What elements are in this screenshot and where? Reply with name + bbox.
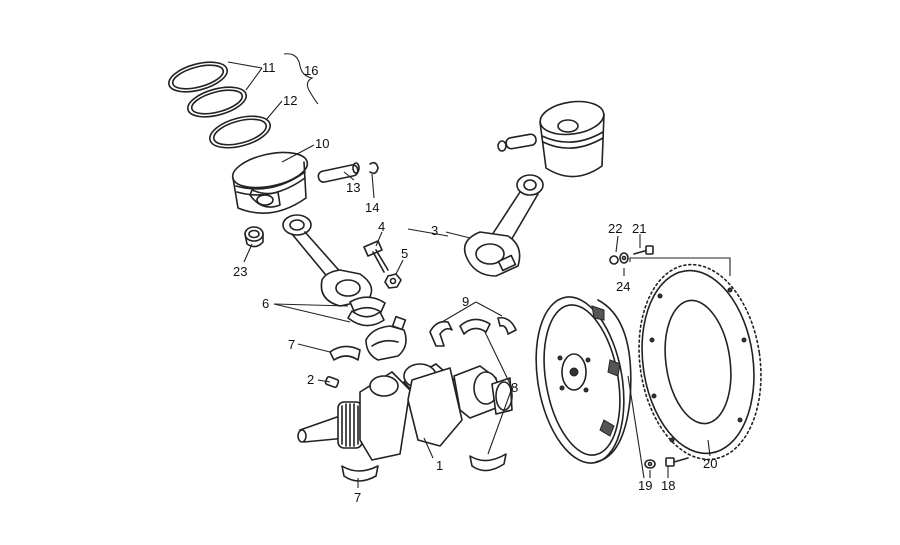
wrist-pin: [317, 162, 360, 183]
crankshaft: [297, 363, 513, 461]
leader-lines: [227, 53, 731, 488]
callout-18: 18: [661, 478, 675, 493]
flywheel-bolt-18: [665, 457, 689, 467]
callout-6: 6: [262, 296, 269, 311]
connecting-rod-left: [282, 214, 373, 307]
conrod-nut: [384, 273, 402, 289]
conrod-bolt: [363, 240, 389, 273]
callout-16: 16: [304, 63, 318, 78]
callout-14: 14: [365, 200, 379, 215]
callout-20: 20: [703, 456, 717, 471]
callout-labels: 1 2 3 4 5 6 7 7 8 9 10 11 12 13 14 16 18…: [233, 60, 717, 505]
washer-24: [619, 252, 629, 264]
callout-8: 8: [511, 380, 518, 395]
main-bearing-shell-upper: [329, 345, 361, 361]
callout-1: 1: [436, 458, 443, 473]
thrust-washers: [429, 316, 517, 347]
piston-right: [497, 100, 605, 178]
callout-7-lower: 7: [354, 490, 361, 505]
callout-23: 23: [233, 264, 247, 279]
small-end-bush: [244, 226, 264, 248]
callout-5: 5: [401, 246, 408, 261]
connecting-rod-right: [463, 174, 544, 277]
main-bearing-shell-lower: [341, 465, 379, 482]
piston-rings: [168, 61, 271, 149]
callout-22: 22: [608, 221, 622, 236]
bearing-shells-8: [459, 318, 507, 472]
callout-7-upper: 7: [288, 337, 295, 352]
conrod-cap: [365, 315, 407, 361]
callout-21: 21: [632, 221, 646, 236]
callout-13: 13: [346, 180, 360, 195]
washer-19: [644, 459, 656, 469]
callout-12: 12: [283, 93, 297, 108]
washer-22: [609, 255, 619, 265]
big-end-shells: [347, 296, 386, 327]
callout-10: 10: [315, 136, 329, 151]
callout-9: 9: [462, 294, 469, 309]
callout-4: 4: [378, 219, 385, 234]
callout-19: 19: [638, 478, 652, 493]
piston-left: [231, 151, 309, 214]
callout-11: 11: [262, 60, 276, 75]
circlip: [369, 161, 379, 175]
callout-24: 24: [616, 279, 630, 294]
grub-screw: [324, 375, 340, 389]
flywheel: [535, 296, 632, 464]
callout-3: 3: [431, 223, 438, 238]
ring-gear: [638, 263, 762, 461]
callout-2: 2: [307, 372, 314, 387]
bolt-21: [633, 245, 654, 255]
